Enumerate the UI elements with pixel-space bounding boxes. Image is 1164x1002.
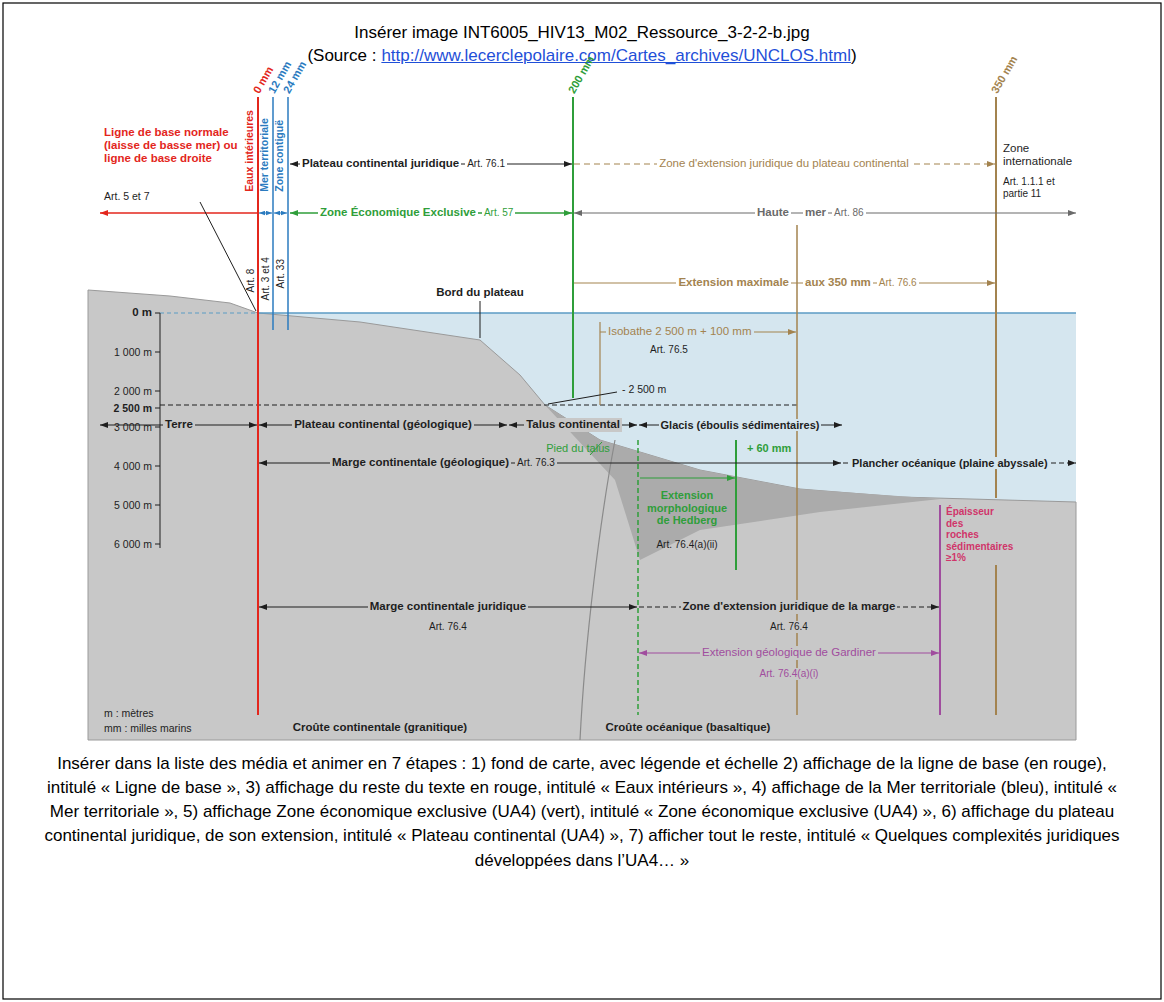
zone-label: Zone d'extension juridique du plateau co…: [657, 157, 911, 170]
isobath-2500-line: [160, 405, 797, 406]
depth-label: 0 m: [132, 306, 152, 319]
depth-ticks: [155, 313, 160, 544]
crust-boundary: [580, 440, 615, 740]
depth-label: 5 000 m: [114, 499, 152, 511]
distance-label: 350 mm: [989, 53, 1020, 95]
gardiner-line: [939, 505, 941, 715]
zone-label: Eaux intérieures: [244, 110, 256, 192]
contiguous-arrow: [274, 213, 287, 214]
crust-label: Croûte continentale (granitique): [293, 721, 467, 734]
article-ref: Art. 8: [245, 268, 256, 292]
zone-label: Talus continental: [524, 418, 622, 431]
internal-waters-arrow: [100, 212, 258, 214]
foot-slope-line: [637, 440, 639, 715]
zone-label: Haute: [755, 206, 791, 219]
sea-level-dash: [160, 312, 258, 313]
leader-line: [200, 202, 256, 311]
zone-label: Glacis (éboulis sédimentaires): [659, 419, 822, 432]
legend-text: mm : milles marins: [104, 722, 192, 734]
zone-label: Terre: [163, 418, 195, 431]
zone-label: Plancher océanique (plaine abyssale): [850, 457, 1050, 470]
crust-label: Croûte océanique (basaltique): [604, 721, 773, 734]
article-ref: Art. 1.1.1 et partie 11: [1003, 176, 1079, 199]
zone-label: Mer territoriale: [259, 118, 271, 192]
article-ref: Art. 57: [482, 207, 515, 219]
article-ref: Art. 76.4(a)(i): [758, 668, 821, 680]
zone-label: Plateau continental (géologique): [292, 418, 474, 431]
source-text: (Source :: [307, 46, 376, 66]
zone-label: Marge continentale (géologique): [330, 456, 511, 469]
article-ref: Art. 33: [275, 259, 286, 288]
depth-label: 6 000 m: [114, 538, 152, 550]
feature-label: Pied du talus: [546, 442, 610, 455]
limit-24-line: [287, 97, 289, 330]
zone-label: Plateau continental juridique: [300, 157, 461, 170]
page-border: [3, 3, 1161, 999]
legend-text: m : mètres: [104, 707, 154, 719]
distance-label: + 60 mm: [745, 442, 793, 455]
depth-label: 2 000 m: [114, 385, 152, 397]
depth-axis: [160, 313, 161, 548]
article-ref: Art. 76.6: [877, 277, 919, 289]
article-ref: Art. 5 et 7: [104, 190, 150, 202]
source-link: http://www.lecerclepolaire.com/Cartes_ar…: [381, 46, 851, 66]
article-ref: Art. 76.1: [465, 158, 507, 170]
article-ref: Art. 76.4(a)(ii): [656, 539, 717, 551]
depth-label: 3 000 m: [114, 421, 152, 433]
article-ref: Art. 76.5: [650, 344, 688, 356]
criterion-label: Extension morphologique de Hedberg: [642, 489, 732, 527]
zone-label: aux 350 mm: [803, 276, 873, 289]
zone-label: Extension maximale: [676, 276, 791, 289]
criterion-label: Extension géologique de Gardiner: [700, 646, 878, 659]
article-ref: Art. 86: [832, 207, 865, 219]
article-ref: Art. 76.4: [768, 621, 810, 633]
instruction-text: Insérer dans la liste des média et anime…: [40, 752, 1124, 873]
source-text: ): [851, 46, 857, 66]
depth-label: 4 000 m: [114, 460, 152, 472]
limit-350-line: [995, 565, 997, 715]
isobath-tick: [599, 322, 600, 405]
sea-surface: [258, 312, 1076, 314]
criterion-label: Isobathe 2 500 m + 100 mm: [606, 325, 754, 338]
limit-isobath-line: [796, 225, 798, 715]
depth-label: 1 000 m: [114, 346, 152, 358]
zone-label: Zone contiguë: [274, 120, 286, 192]
zone-label: Zone d'extension juridique de la marge: [681, 600, 898, 613]
article-ref: Art. 76.3: [515, 457, 557, 469]
zone-label: mer: [803, 206, 828, 219]
hedberg-line: [735, 440, 737, 570]
depth-label: 2 500 m: [113, 402, 152, 414]
feature-label: Bord du plateau: [436, 286, 524, 299]
zone-label: Marge continentale juridique: [368, 600, 529, 613]
article-ref: Art. 3 et 4: [260, 257, 271, 300]
seabed-crust: [88, 290, 1076, 740]
limit-350-line: [995, 97, 997, 498]
baseline-label: Ligne de base normale (laisse de basse m…: [104, 126, 246, 166]
zone-label: Zone Économique Exclusive: [318, 206, 478, 219]
header-line: Insérer image INT6005_HIV13_M02_Ressourc…: [354, 23, 809, 43]
article-ref: Art. 76.4: [429, 621, 467, 633]
territorial-arrow: [259, 213, 272, 214]
criterion-label: Épaisseur des roches sédimentaires ≥1%: [946, 506, 994, 564]
zone-label: Zone internationale: [1003, 142, 1079, 168]
hedberg-arrow: [640, 477, 735, 478]
leader-line: [480, 301, 481, 338]
depth-label: - 2 500 m: [622, 383, 666, 395]
leader-line: [548, 392, 617, 404]
limit-200-line: [572, 97, 574, 398]
